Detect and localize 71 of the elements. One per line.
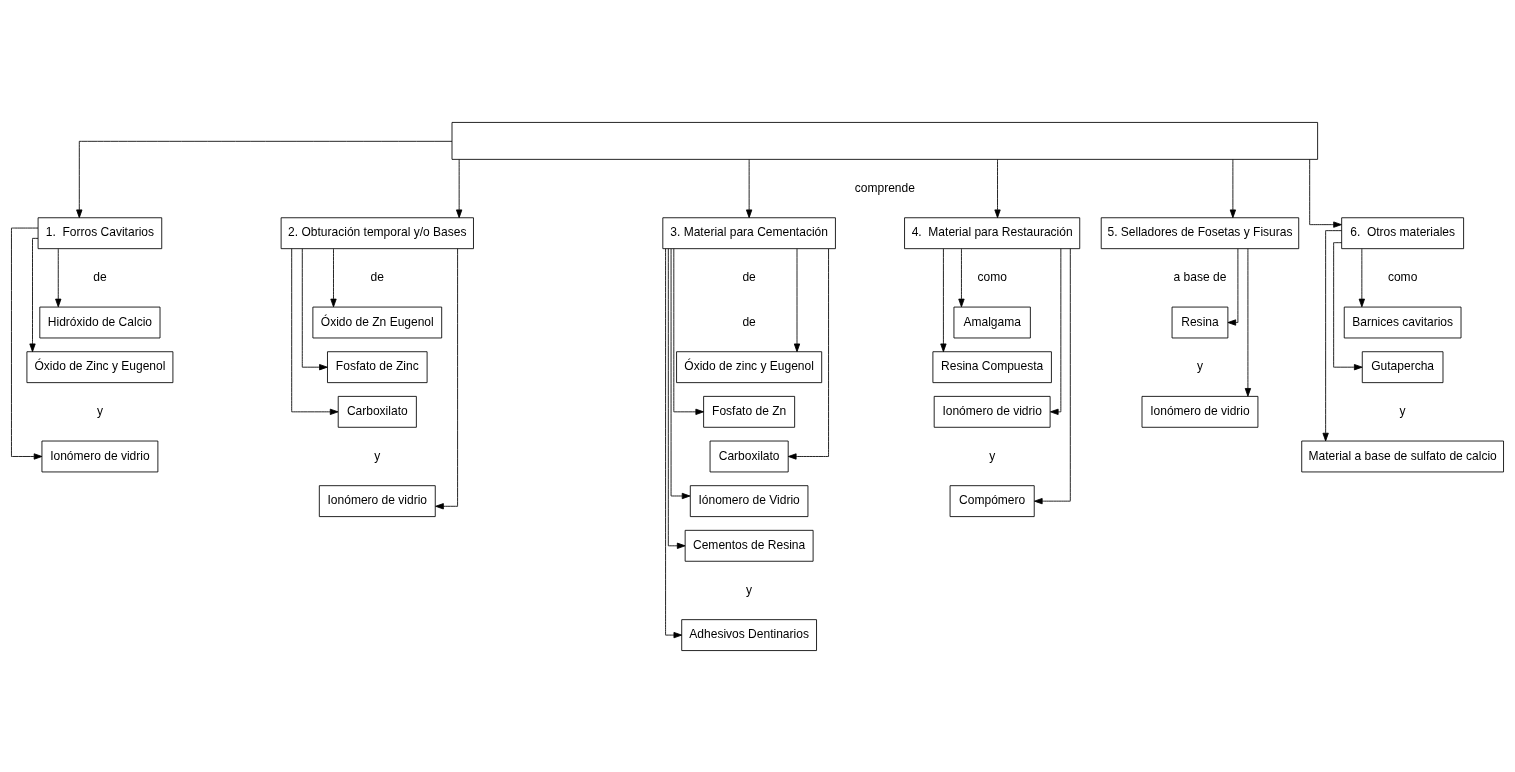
label: y [1196,358,1203,373]
label: como [1387,269,1418,284]
arrow [994,158,1001,218]
arrow [958,247,965,307]
arrow [1244,247,1252,397]
arrow [1358,247,1365,307]
label: y [374,448,381,463]
arrow [291,247,339,415]
arrow [665,247,683,638]
node-box: Barnices cavitarios [1343,306,1462,338]
label: como [977,269,1007,284]
arrow [76,140,453,218]
node-box: Material a base de sulfato de calcio [1301,440,1504,472]
node-box: Resina Compuesta [932,350,1052,383]
label: de [742,314,756,329]
node-box: 4. Material para Restauración [904,216,1081,249]
node-box: Óxido de Zn Eugenol [312,306,443,338]
arrow [670,247,691,499]
arrow [1322,229,1342,441]
label: a base de [1173,269,1227,284]
label: de [742,269,756,284]
node-box: Fosfato de Zinc [327,350,428,383]
node-box: Amalgama [953,306,1031,338]
node-box: Hidróxido de Calcio [39,306,161,338]
arrow [667,247,686,549]
arrow [29,237,39,352]
label: y [989,448,996,463]
node-box: Cementos de Resina [684,529,814,562]
node-box: 3. Material para Cementación [662,216,836,249]
arrow [787,248,829,460]
node-box: 5. Selladores de Fosetas y Fisuras [1100,216,1300,249]
node-box: Compómero [949,484,1035,517]
node-box: Gutapercha [1361,350,1444,383]
arrow [793,247,801,352]
label: comprende [854,180,915,195]
node-box: 2. Obturación temporal y/o Bases [280,216,474,249]
node-box: Adhesivos Dentinarios [681,618,817,651]
node-box: 6. Otros materiales [1341,216,1465,249]
arrow [1309,158,1342,228]
node-box: Ionómero de vidrio [318,484,436,517]
arrow [1333,241,1363,370]
node-box: Fosfato de Zn [703,395,796,428]
arrow [673,247,704,415]
label: de [370,269,384,284]
node-box: Iónomero de Vidrio [689,484,809,517]
label: y [96,403,103,418]
arrow [330,247,337,307]
arrow [746,158,753,218]
node-box: Óxido de Zinc y Eugenol [26,350,174,383]
node-box [451,121,1319,160]
node-box: Carboxilato [337,395,417,428]
node-box: Ionómero de vidrio [41,440,159,472]
node-box: Óxido de zinc y Eugenol [676,350,823,383]
arrow [435,247,458,509]
arrow [1229,158,1236,218]
arrow [940,247,947,352]
node-box: Resina [1171,306,1229,338]
label: y [746,582,753,597]
label: de [93,269,107,284]
arrow [301,247,328,370]
arrow [11,227,43,460]
node-box: Ionómero de vidrio [1141,395,1259,428]
arrow [1034,247,1071,504]
node-box: Ionómero de vidrio [933,395,1051,428]
label: y [1399,403,1406,418]
node-box: 1. Forros Cavitarios [37,216,163,249]
arrow [1227,247,1239,326]
arrow [55,247,62,307]
arrow [456,158,463,218]
arrow [1050,247,1062,415]
node-box: Carboxilato [709,440,789,472]
